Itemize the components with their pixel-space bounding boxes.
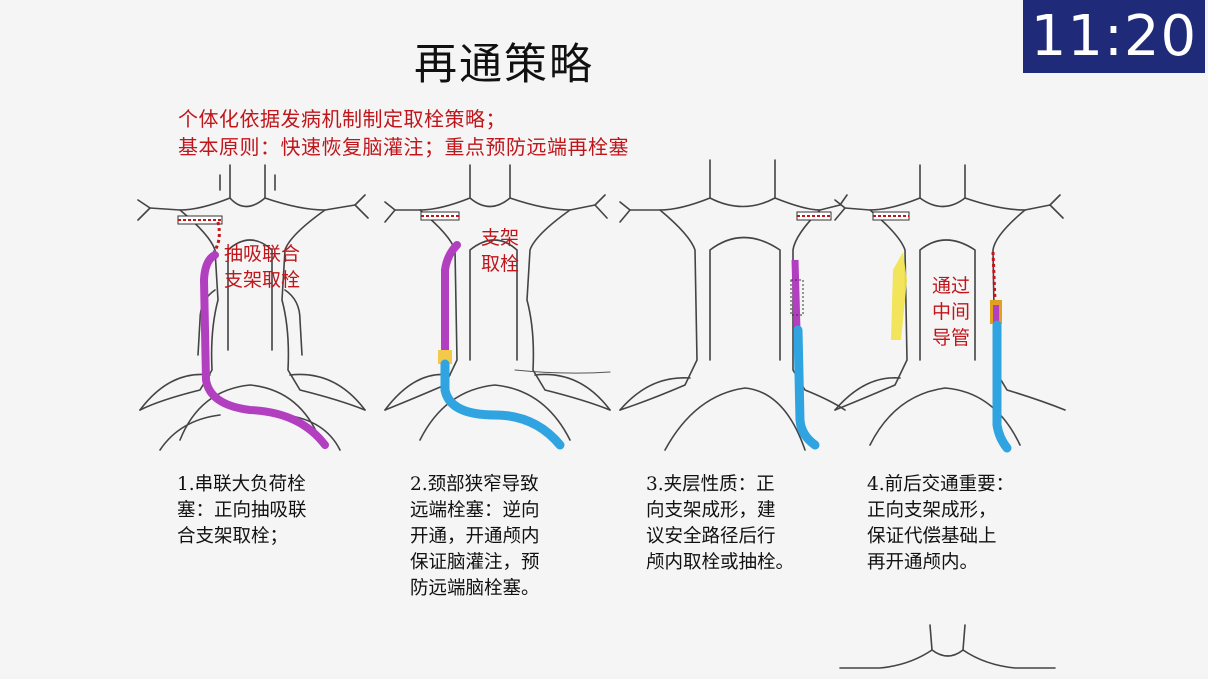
panel-4-diagram: 通过 中间 导管 [835, 160, 1065, 450]
caption-line: 3.夹层性质：正 [646, 472, 836, 498]
panel-2-caption: 2.颈部狭窄导致 远端栓塞：逆向 开通，开通颅内 保证脑灌注，预 防远端脑栓塞。 [410, 472, 600, 602]
panel-2-label-line-2: 取栓 [481, 253, 519, 275]
caption-line: 塞：正向抽吸联 [177, 498, 367, 524]
caption-line: 2.颈部狭窄导致 [410, 472, 600, 498]
panel-2-label-line-1: 支架 [481, 227, 519, 249]
timer-display: 11:20 [1023, 0, 1205, 73]
slide-title: 再通策略 [414, 30, 594, 92]
panel-4-caption: 4.前后交通重要： 正向支架成形， 保证代偿基础上 再开通颅内。 [867, 472, 1057, 576]
panel-4-label-line-3: 导管 [932, 327, 970, 349]
caption-line: 远端栓塞：逆向 [410, 498, 600, 524]
subtitle-line-2: 基本原则：快速恢复脑灌注；重点预防远端再栓塞 [178, 131, 629, 160]
panel-4-label-line-2: 中间 [932, 301, 970, 323]
panel-4-label-line-1: 通过 [932, 275, 970, 297]
panel-3-caption: 3.夹层性质：正 向支架成形，建 议安全路径后行 颅内取栓或抽栓。 [646, 472, 836, 576]
panel-3-diagram [615, 160, 845, 450]
caption-line: 保证脑灌注，预 [410, 550, 600, 576]
caption-line: 议安全路径后行 [646, 524, 836, 550]
panel-1-caption: 1.串联大负荷栓 塞：正向抽吸联 合支架取栓； [177, 472, 367, 550]
caption-line: 合支架取栓； [177, 524, 367, 550]
caption-line: 4.前后交通重要： [867, 472, 1057, 498]
partial-next-diagram [840, 620, 1070, 675]
caption-line: 颅内取栓或抽栓。 [646, 550, 836, 576]
caption-line: 保证代偿基础上 [867, 524, 1057, 550]
caption-line: 再开通颅内。 [867, 550, 1057, 576]
panel-1-label-line-1: 抽吸联合 [224, 243, 300, 265]
panel-1-diagram: 抽吸联合 支架取栓 [140, 160, 370, 450]
panel-1-label-line-2: 支架取栓 [224, 269, 300, 291]
caption-line: 正向支架成形， [867, 498, 1057, 524]
caption-line: 向支架成形，建 [646, 498, 836, 524]
panel-2-diagram: 支架 取栓 [385, 160, 615, 450]
subtitle-line-1: 个体化依据发病机制制定取栓策略； [178, 103, 506, 132]
caption-line: 防远端脑栓塞。 [410, 576, 600, 602]
caption-line: 开通，开通颅内 [410, 524, 600, 550]
caption-line: 1.串联大负荷栓 [177, 472, 367, 498]
